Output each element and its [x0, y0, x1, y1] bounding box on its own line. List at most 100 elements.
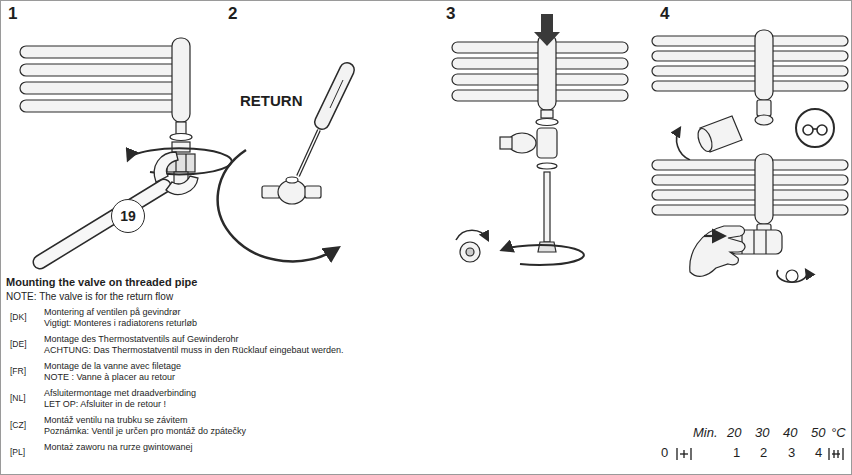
scale-setting: 3 [788, 446, 795, 461]
scale-text: Min. [693, 426, 718, 441]
scale-value: 20 [727, 426, 741, 441]
step-number: 2 [228, 4, 237, 24]
glasses-icon [813, 128, 817, 130]
valve-part [278, 180, 306, 204]
detail-cap [466, 248, 474, 256]
hand-with-thermostat [765, 230, 766, 254]
radiator-step1 [185, 154, 186, 172]
instruction-text: Montering af ventilen på gevindrør [44, 307, 181, 317]
turn-arrow [218, 150, 338, 261]
scale-value: 40 [783, 426, 797, 441]
scale-setting: 2 [760, 446, 767, 461]
hand-with-thermostat [704, 235, 724, 237]
max-symbol [842, 448, 843, 460]
max-symbol [833, 450, 834, 458]
step-number: 1 [8, 4, 17, 24]
wrench [166, 176, 198, 194]
detail-cap [460, 242, 480, 262]
push-arrow [534, 14, 560, 46]
instruction-text: Poznámka: Ventil je určen pro montáž do … [44, 426, 246, 436]
frost-symbol [690, 448, 691, 460]
max-symbol [828, 448, 829, 460]
rotation-arrow [502, 245, 584, 265]
frost-symbol [683, 450, 684, 458]
scale-value: 30 [755, 426, 769, 441]
radiator-step4a [652, 51, 848, 61]
screwdriver [322, 70, 347, 122]
radiator-step1 [20, 100, 185, 112]
max-symbol [837, 450, 838, 458]
turn-arrow [218, 150, 338, 261]
language-code: [DK] [10, 313, 27, 323]
instruction-text: Montage des Thermostatventils auf Gewind… [44, 334, 238, 344]
radiator-step1 [170, 134, 192, 141]
radiator-step4b [652, 205, 848, 215]
screwdriver [298, 130, 319, 176]
valve-part [286, 177, 298, 183]
valve-part [262, 177, 321, 204]
radiator-step3 [500, 137, 512, 149]
wrench [40, 152, 198, 262]
detail-cap [456, 230, 488, 240]
screwdriver [322, 70, 347, 122]
radiator-step4a [757, 100, 771, 116]
instruction-text: Montaż zaworu na rurze gwintowanej [44, 442, 193, 452]
hand-with-thermostat [753, 230, 754, 254]
radiator-step1 [172, 38, 190, 122]
radiator-step4b [652, 160, 848, 170]
instruction-text: Afsluitermontage met draadverbinding [44, 388, 196, 398]
radiator-step1 [172, 142, 190, 152]
thermostat-head [677, 116, 742, 160]
radiator-step3 [544, 172, 550, 242]
language-code: [CZ] [10, 421, 26, 431]
note-text: NOTE: The valve is for the return flow [6, 291, 173, 303]
radiator-step4a [652, 66, 848, 76]
frost-symbol [676, 448, 677, 460]
radiator-step4a [755, 115, 773, 125]
radiator-step4b [755, 154, 773, 224]
valve-part [262, 186, 280, 198]
instruction-text: Montáž ventilu na trubku se závitem [44, 415, 188, 425]
rotation-arrow [128, 148, 232, 174]
radiator-step4b [652, 175, 848, 185]
glasses-icon [817, 125, 827, 135]
radiator-step1 [20, 82, 185, 94]
screwdriver [298, 130, 319, 176]
radiator-step3 [452, 34, 628, 252]
instruction-text: LET OP: Afsluiter in de retour ! [44, 399, 166, 409]
detail-cap [456, 230, 488, 262]
radiator-step1 [20, 38, 195, 184]
radiator-step1 [20, 46, 185, 58]
language-code: [PL] [10, 448, 25, 458]
radiator-step3 [537, 163, 557, 169]
radiator-step3 [538, 242, 556, 252]
flow-label: RETURN [240, 92, 303, 109]
hand-with-thermostat [690, 226, 745, 276]
wrench [40, 186, 164, 262]
max-symbol [829, 448, 843, 460]
radiator-step4b [652, 190, 848, 200]
rotation-arrow [502, 245, 584, 265]
radiator-step4a [652, 30, 848, 125]
hand-with-thermostat [690, 226, 807, 282]
language-code: [FR] [10, 367, 26, 377]
scale-setting: 0 [661, 446, 668, 461]
radiator-step4a [755, 30, 773, 100]
step-number: 4 [660, 4, 669, 24]
language-code: [NL] [10, 394, 26, 404]
thermostat-head [695, 127, 714, 154]
radiator-step3 [541, 110, 553, 118]
screwdriver [330, 80, 343, 108]
max-symbol [832, 453, 840, 454]
scale-unit: °C [831, 426, 846, 441]
wrench [154, 152, 178, 182]
scale-value: 50 [811, 426, 825, 441]
push-arrow [534, 14, 560, 46]
valve-part [305, 186, 321, 198]
scale-setting: 4 [815, 446, 822, 461]
scale-setting: 1 [733, 446, 740, 461]
glasses-icon [796, 109, 834, 147]
frost-symbol [677, 448, 691, 460]
thermostat-head [677, 128, 690, 160]
